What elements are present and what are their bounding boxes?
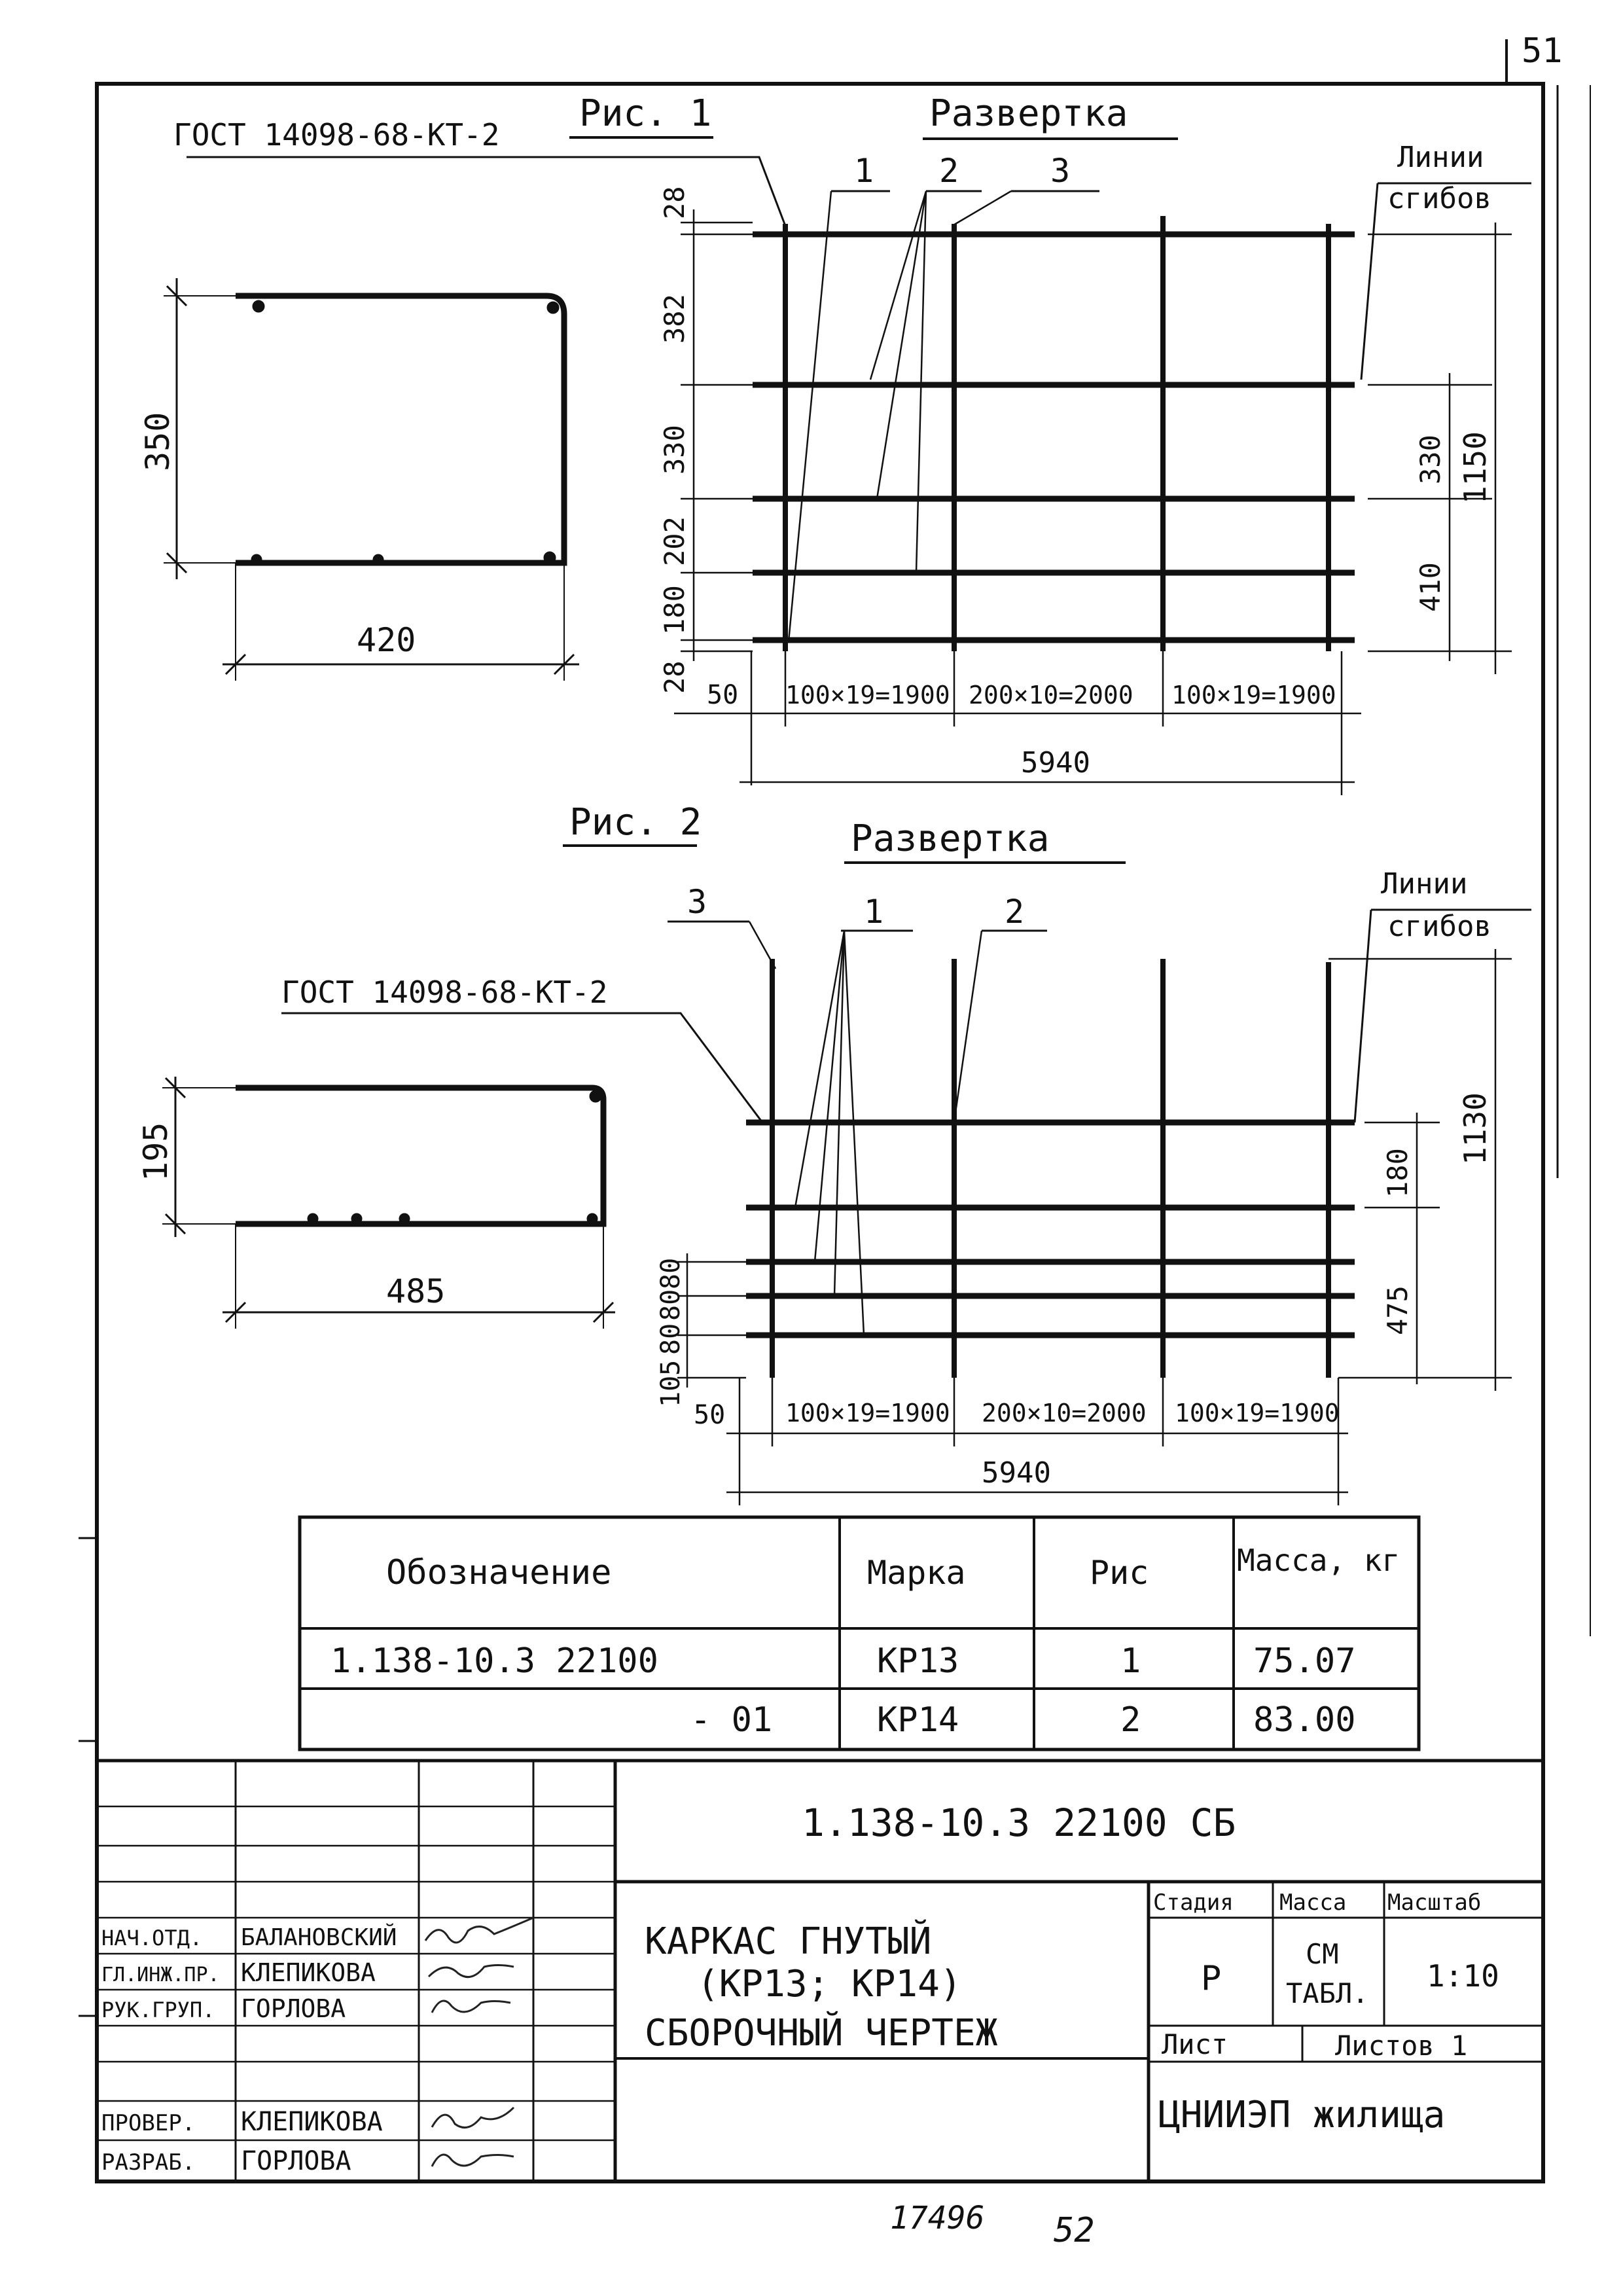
fig2-dim-right-3: 1130 [1457,1092,1493,1165]
fig2-total-length: 5940 [982,1456,1051,1490]
stage-value: Р [1201,1959,1221,1998]
fig1-callout-2: 2 [939,152,959,190]
fig1-section-width: 420 [357,621,416,659]
fig1-bend-lines-label-1: Линии [1397,141,1484,174]
fig1-dim-bottom-4: 100×19=1900 [1171,681,1336,709]
fig2-title: Рис. 2 [569,801,702,844]
fig2-dim-left-1: 80 [656,1258,686,1289]
sheets-label: Листов 1 [1335,2030,1467,2062]
fig1-dim-left-5: 180 [658,585,690,635]
sign-name-4: КЛЕПИКОВА [241,2107,383,2137]
fig2-unfold-mesh [746,959,1355,1378]
organization: ЦНИИЭП жилища [1158,2094,1445,2136]
figure-2: Рис. 2 Развертка Линии сгибов 3 1 2 ГОСТ… [137,801,1531,1505]
fig1-dim-bottom-3: 200×10=2000 [969,681,1133,709]
title-line-3: СБОРОЧНЫЙ ЧЕРТЕЖ [645,2011,998,2054]
bottom-number-2: 52 [1054,2211,1095,2250]
spec-row2-designation: - 01 [690,1700,772,1740]
doc-code: 1.138-10.3 22100 СБ [802,1801,1236,1845]
sign-name-1: БАЛАНОВСКИЙ [241,1924,397,1951]
fig1-dim-left-6: 28 [658,660,690,694]
spec-header-designation: Обозначение [386,1553,611,1592]
spec-row2-mark: КР14 [877,1700,959,1740]
sign-role-1: НАЧ.ОТД. [101,1926,202,1950]
spec-row2-fig: 2 [1120,1700,1141,1740]
fig1-callout-3: 3 [1050,152,1070,190]
fig2-dim-right-2: 475 [1382,1285,1414,1335]
fig2-dim-bottom-1: 50 [694,1400,725,1430]
fig1-dim-left-1: 28 [658,186,690,219]
fig1-dim-right-2: 410 [1414,562,1446,612]
signature-marks [424,1916,534,2167]
mass-value-2: ТАБЛ. [1286,1977,1368,2009]
fig2-section-height: 195 [137,1122,175,1181]
fig2-dim-bottom-2: 100×19=1900 [785,1399,950,1427]
mass-value-1: СМ [1306,1938,1339,1970]
fig2-dim-left-4: 105 [656,1360,686,1407]
fig1-unfold-title: Развертка [929,92,1128,135]
fig1-dim-left-3: 330 [658,425,690,475]
spec-header-fig: Рис [1090,1554,1149,1592]
mass-header: Масса [1279,1890,1346,1916]
fig1-section-view [164,278,579,681]
stage-header: Стадия [1153,1890,1234,1916]
sign-name-3: ГОРЛОВА [241,1994,346,2023]
fig2-callout-2: 2 [1005,893,1024,931]
fig2-bend-lines-label-1: Линии [1381,867,1467,901]
fig2-dim-left-2: 80 [656,1289,686,1321]
sign-name-5: ГОРЛОВА [241,2146,351,2176]
fig1-dim-left-2: 382 [658,294,690,344]
spec-row1-fig: 1 [1120,1641,1141,1681]
spec-row1-mark: КР13 [877,1641,959,1681]
fig1-dim-left-4: 202 [658,516,690,566]
fig1-dim-right-3: 1150 [1457,431,1493,504]
spec-table [298,1515,1421,1751]
fig2-callout-1: 1 [864,893,883,931]
spec-row1-designation: 1.138-10.3 22100 [330,1641,658,1681]
title-line-2: (КР13; КР14) [697,1963,962,2005]
sign-role-3: РУК.ГРУП. [101,1998,215,2022]
fig2-section-width: 485 [386,1272,445,1310]
spec-header-mark: Марка [867,1554,966,1592]
fig1-section-height: 350 [139,412,177,471]
fig1-title: Рис. 1 [579,92,711,135]
scale-value: 1:10 [1427,1958,1499,1994]
fig2-dim-bottom-4: 100×19=1900 [1175,1399,1340,1427]
drawing-frame [79,39,1591,2183]
title-block [97,1759,1543,2181]
spec-row1-mass: 75.07 [1253,1641,1356,1681]
fig1-total-length: 5940 [1021,746,1090,780]
fig1-dim-bottom-2: 100×19=1900 [785,681,950,709]
sign-role-2: ГЛ.ИНЖ.ПР. [101,1964,220,1986]
fig2-dim-right-1: 180 [1382,1148,1414,1198]
fig1-dim-bottom-1: 50 [707,680,738,710]
fig1-bend-lines-label-2: сгибов [1387,182,1491,215]
bottom-number-1: 17496 [890,2200,985,2236]
spec-header-mass: Масса, кг [1237,1543,1400,1578]
fig2-callout-3: 3 [687,883,707,921]
fig1-dim-right-1: 330 [1414,435,1446,484]
fig2-gost-label: ГОСТ 14098-68-КТ-2 [281,975,608,1010]
spec-row2-mass: 83.00 [1253,1700,1356,1740]
page-number: 51 [1522,31,1563,71]
sign-role-4: ПРОВЕР. [101,2110,195,2136]
sheet-label: Лист [1162,2028,1228,2060]
fig2-dim-bottom-3: 200×10=2000 [982,1399,1147,1427]
fig2-unfold-title: Развертка [851,817,1049,860]
sign-role-5: РАЗРАБ. [101,2149,195,2176]
title-line-1: КАРКАС ГНУТЫЙ [645,1920,931,1963]
fig2-dim-left-3: 80 [656,1323,686,1355]
figure-1: Рис. 1 Развертка ГОСТ 14098-68-КТ-2 Лини… [139,92,1531,795]
fig1-unfold-mesh [753,216,1355,651]
fig2-section-view [162,1077,615,1329]
scale-header: Масштаб [1387,1890,1481,1916]
fig1-gost-label: ГОСТ 14098-68-КТ-2 [173,117,500,152]
fig2-dimension-lines [677,949,1512,1505]
fig1-callout-1: 1 [854,152,874,190]
fig1-dimension-lines [674,209,1512,795]
fig2-bend-lines-label-2: сгибов [1387,910,1491,943]
sign-name-2: КЛЕПИКОВА [241,1958,376,1987]
